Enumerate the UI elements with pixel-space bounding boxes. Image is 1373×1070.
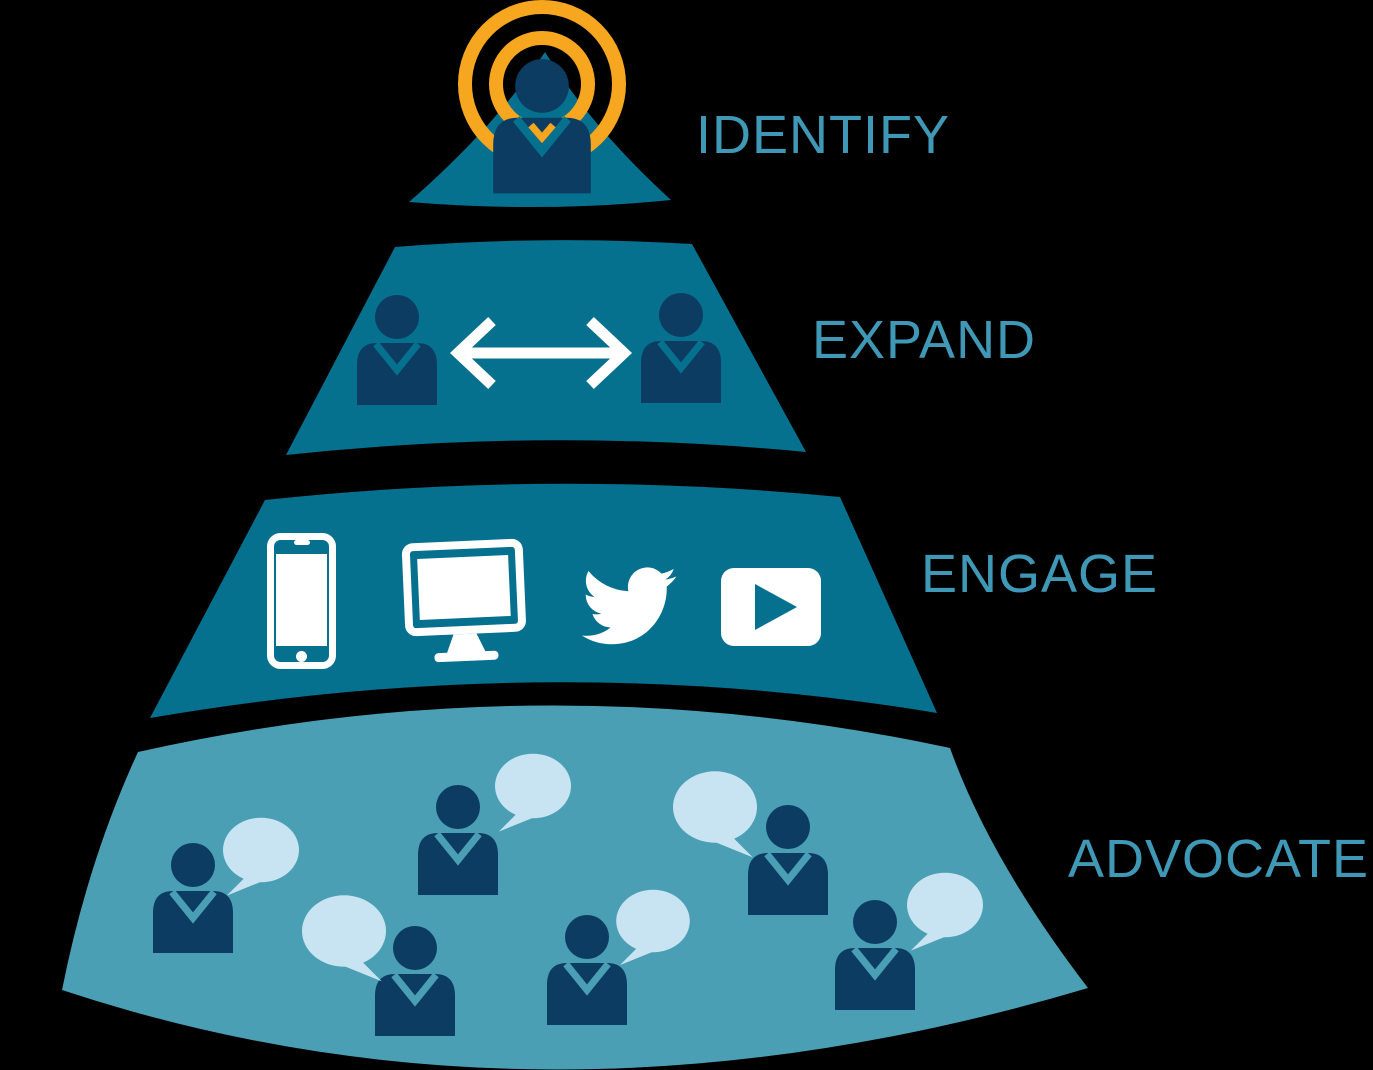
- tier-label-engage: ENGAGE: [921, 544, 1158, 604]
- double-arrow-icon: [449, 316, 633, 390]
- tier-shape-advocate: [62, 705, 1088, 1070]
- tier-shape-engage: [150, 483, 937, 718]
- tier-label-advocate: ADVOCATE: [1068, 829, 1369, 889]
- ring-through-collar: [528, 122, 556, 144]
- twitter-bird-icon: [581, 567, 677, 645]
- smartphone-icon: [267, 533, 336, 669]
- play-button-icon: [721, 568, 821, 646]
- monitor-icon: [401, 538, 526, 663]
- tier-label-expand: EXPAND: [812, 310, 1036, 370]
- person-icon: [493, 59, 591, 193]
- tier-label-identify: IDENTIFY: [696, 105, 950, 165]
